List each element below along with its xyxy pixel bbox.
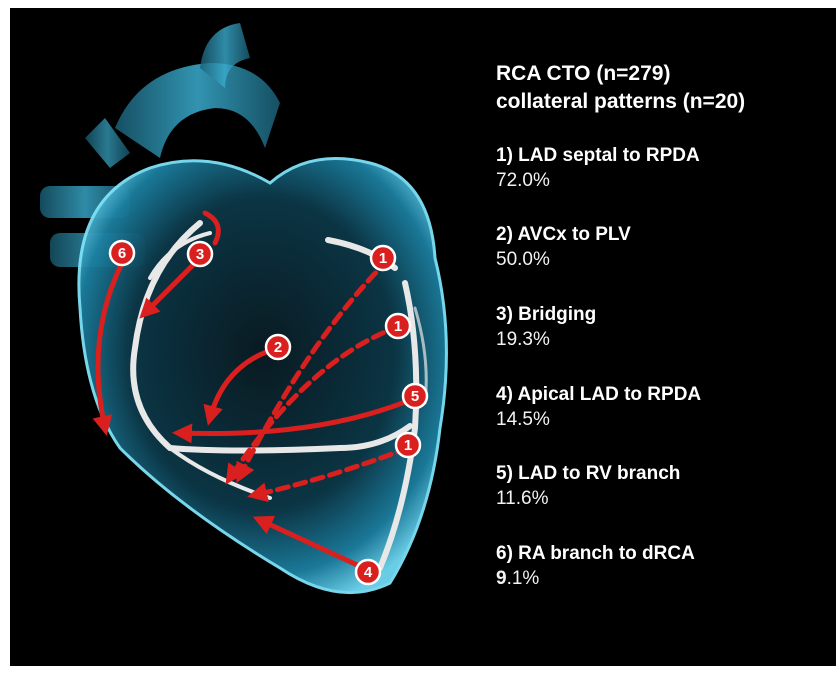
pattern-item-2: 2) AVCx to PLV 50.0% xyxy=(496,223,831,272)
marker-6-label: 6 xyxy=(118,245,126,262)
pattern-value: 11.6% xyxy=(496,486,831,511)
legend: RCA CTO (n=279) collateral patterns (n=2… xyxy=(496,60,831,116)
pattern-label: 3) Bridging xyxy=(496,303,831,327)
pattern-item-6: 6) RA branch to dRCA 9.1% xyxy=(496,542,831,591)
pattern-label: 1) LAD septal to RPDA xyxy=(496,144,831,168)
legend-title-line2: collateral patterns (n=20) xyxy=(496,88,831,116)
marker-1a: 1 xyxy=(371,246,395,270)
marker-2: 2 xyxy=(266,335,290,359)
pattern-item-1: 1) LAD septal to RPDA 72.0% xyxy=(496,144,831,193)
pattern-label: 6) RA branch to dRCA xyxy=(496,542,831,566)
marker-1b: 1 xyxy=(386,314,410,338)
pattern-value-bold: 9 xyxy=(496,568,507,589)
marker-1c: 1 xyxy=(396,433,420,457)
marker-4-label: 4 xyxy=(364,564,373,581)
pattern-item-4: 4) Apical LAD to RPDA 14.5% xyxy=(496,383,831,432)
pattern-label: 4) Apical LAD to RPDA xyxy=(496,383,831,407)
pattern-value: 72.0% xyxy=(496,168,831,193)
marker-2-label: 2 xyxy=(274,339,282,356)
marker-3-label: 3 xyxy=(196,246,204,263)
marker-1c-label: 1 xyxy=(404,437,412,454)
marker-5-label: 5 xyxy=(411,388,419,405)
pattern-value-rest: .1% xyxy=(507,568,540,589)
marker-4: 4 xyxy=(356,560,380,584)
marker-5: 5 xyxy=(403,384,427,408)
pattern-value: 9.1% xyxy=(496,566,831,591)
marker-1b-label: 1 xyxy=(394,318,402,335)
marker-1a-label: 1 xyxy=(379,250,387,267)
figure-panel: 6 3 1 1 2 5 1 4 RCA CTO xyxy=(10,8,836,666)
pattern-value: 50.0% xyxy=(496,247,831,272)
pattern-value: 19.3% xyxy=(496,327,831,352)
marker-6: 6 xyxy=(110,241,134,265)
legend-title-line1: RCA CTO (n=279) xyxy=(496,60,831,88)
marker-3: 3 xyxy=(188,242,212,266)
pattern-item-5: 5) LAD to RV branch 11.6% xyxy=(496,462,831,511)
pattern-item-3: 3) Bridging 19.3% xyxy=(496,303,831,352)
pattern-label: 2) AVCx to PLV xyxy=(496,223,831,247)
pattern-label: 5) LAD to RV branch xyxy=(496,462,831,486)
pattern-value: 14.5% xyxy=(496,407,831,432)
